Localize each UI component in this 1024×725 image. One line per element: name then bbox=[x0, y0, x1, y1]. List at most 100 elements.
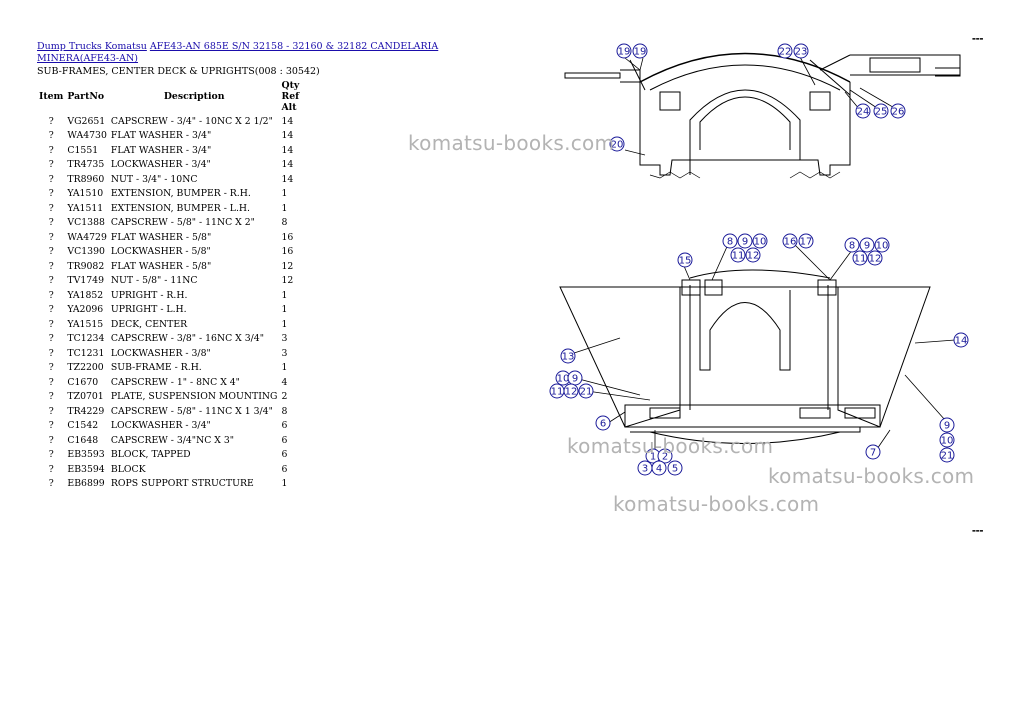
column-header-qty: Qty bbox=[281, 80, 300, 91]
bottom-view-callout[interactable]: 9 bbox=[859, 237, 875, 253]
top-view-callout[interactable]: 19 bbox=[616, 43, 632, 59]
cell-item: ? bbox=[48, 217, 54, 229]
bottom-view-callout[interactable]: 4 bbox=[651, 460, 667, 476]
bottom-view-callout[interactable]: 8 bbox=[722, 233, 738, 249]
callout-label: 3 bbox=[642, 464, 648, 475]
bottom-view-callout[interactable]: 21 bbox=[939, 447, 955, 463]
bottom-view-callout[interactable]: 2 bbox=[657, 448, 673, 464]
callout-circle bbox=[939, 432, 955, 448]
callout-label: 9 bbox=[742, 237, 748, 248]
cell-description: FLAT WASHER - 5/8" bbox=[110, 260, 212, 272]
cell-item: ? bbox=[48, 304, 54, 316]
bottom-view-callout[interactable]: 10 bbox=[939, 432, 955, 448]
diagram-top-view bbox=[564, 52, 961, 179]
bottom-view-callout[interactable]: 11 bbox=[730, 247, 746, 263]
callout-label: 11 bbox=[551, 387, 564, 398]
cell-item: ? bbox=[48, 246, 54, 258]
breadcrumb-link-dump-trucks[interactable]: Dump Trucks Komatsu bbox=[37, 41, 147, 52]
bottom-view-callout[interactable]: 13 bbox=[560, 348, 576, 364]
bottom-view-callout[interactable]: 3 bbox=[637, 460, 653, 476]
bottom-view-callout[interactable]: 15 bbox=[677, 252, 693, 268]
cell-partno: VC1390 bbox=[67, 246, 105, 258]
diagram-bottom-view bbox=[559, 269, 931, 444]
cell-item: ? bbox=[48, 144, 54, 156]
cell-description: BLOCK bbox=[110, 463, 146, 475]
cell-item: ? bbox=[48, 202, 54, 214]
callout-label: 17 bbox=[800, 237, 813, 248]
cell-qty: 1 bbox=[281, 202, 288, 214]
bottom-view-callout[interactable]: 10 bbox=[752, 233, 768, 249]
cell-description: LOCKWASHER - 3/4" bbox=[110, 420, 211, 432]
callout-label: 8 bbox=[727, 237, 733, 248]
callout-circle bbox=[874, 237, 890, 253]
bottom-view-callout[interactable]: 12 bbox=[745, 247, 761, 263]
cell-qty: 1 bbox=[281, 478, 288, 490]
bottom-view-callout[interactable]: 12 bbox=[867, 250, 883, 266]
top-view-callout[interactable]: 26 bbox=[890, 103, 906, 119]
callout-circle bbox=[563, 383, 579, 399]
callout-label: 12 bbox=[869, 254, 882, 265]
top-view-callout[interactable]: 24 bbox=[855, 103, 871, 119]
callout-label: 25 bbox=[875, 107, 888, 118]
callout-circle bbox=[745, 247, 761, 263]
top-view-callout[interactable]: 25 bbox=[873, 103, 889, 119]
callout-circle bbox=[578, 383, 594, 399]
bottom-view-callout[interactable]: 14 bbox=[953, 332, 969, 348]
bottom-view-callout[interactable]: 6 bbox=[595, 415, 611, 431]
bottom-view-callout[interactable]: 11 bbox=[852, 250, 868, 266]
cell-item: ? bbox=[48, 188, 54, 200]
cell-partno: C1670 bbox=[67, 376, 99, 388]
cell-qty: 3 bbox=[281, 333, 288, 345]
bottom-view-callout[interactable]: 11 bbox=[549, 383, 565, 399]
bottom-view-callout[interactable]: 7 bbox=[865, 444, 881, 460]
cell-item: ? bbox=[48, 463, 54, 475]
cell-qty: 16 bbox=[281, 246, 294, 258]
callout-circle bbox=[865, 444, 881, 460]
top-view-callout[interactable]: 19 bbox=[632, 43, 648, 59]
cell-qty: 6 bbox=[281, 463, 288, 475]
bottom-view-callout[interactable]: 9 bbox=[567, 370, 583, 386]
callout-label: 20 bbox=[611, 140, 624, 151]
top-view-callout[interactable]: 23 bbox=[793, 43, 809, 59]
bottom-view-callout[interactable]: 9 bbox=[737, 233, 753, 249]
callout-label: 10 bbox=[754, 237, 767, 248]
page-title: SUB-FRAMES, CENTER DECK & UPRIGHTS(008 :… bbox=[37, 66, 320, 77]
callout-label: 19 bbox=[618, 47, 631, 58]
cell-item: ? bbox=[48, 376, 54, 388]
cell-item: ? bbox=[48, 275, 54, 287]
bottom-view-callout[interactable]: 8 bbox=[844, 237, 860, 253]
bottom-view-callout[interactable]: 16 bbox=[782, 233, 798, 249]
cell-partno: WA4730 bbox=[67, 130, 107, 142]
top-view-callout[interactable]: 22 bbox=[777, 43, 793, 59]
cell-item: ? bbox=[48, 434, 54, 446]
top-view-callout[interactable]: 20 bbox=[609, 136, 625, 152]
drawing-mark-bottom: ▬▬▬ bbox=[972, 528, 984, 533]
cell-description: SUB-FRAME - R.H. bbox=[110, 362, 202, 374]
bottom-view-callout[interactable]: 10 bbox=[874, 237, 890, 253]
callout-circle bbox=[939, 447, 955, 463]
callout-circle bbox=[616, 43, 632, 59]
cell-partno: VG2651 bbox=[67, 115, 106, 127]
cell-qty: 14 bbox=[281, 144, 294, 156]
cell-item: ? bbox=[48, 115, 54, 127]
bottom-view-callout[interactable]: 21 bbox=[578, 383, 594, 399]
bottom-view-callout[interactable]: 12 bbox=[563, 383, 579, 399]
bottom-view-callout[interactable]: 17 bbox=[798, 233, 814, 249]
breadcrumb-link-model[interactable]: AFE43-AN 685E S/N 32158 - 32160 & 32182 … bbox=[37, 41, 439, 64]
bottom-view-callout[interactable]: 9 bbox=[939, 417, 955, 433]
bottom-view-callout[interactable]: 5 bbox=[667, 460, 683, 476]
cell-partno: TR9082 bbox=[67, 260, 105, 272]
cell-partno: TR4735 bbox=[67, 159, 105, 171]
cell-item: ? bbox=[48, 478, 54, 490]
cell-partno: TC1231 bbox=[67, 347, 105, 359]
